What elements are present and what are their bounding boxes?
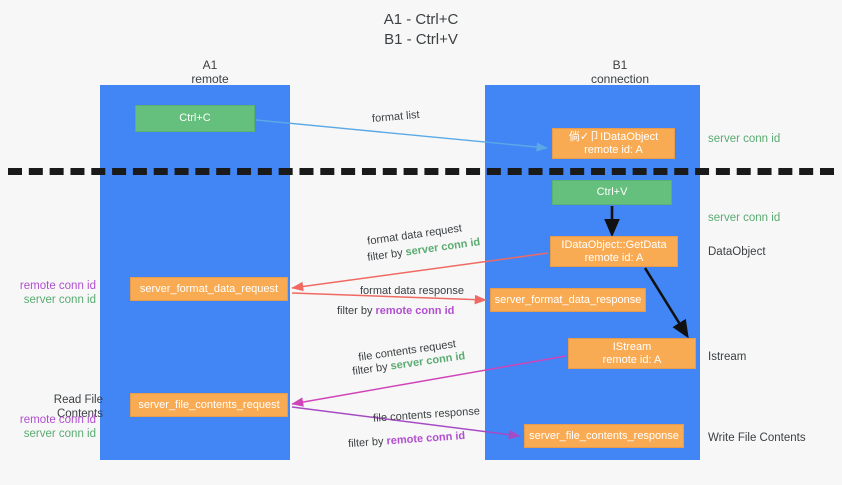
node-getdata-sublabel: remote id: A (584, 251, 644, 264)
filter-prefix: filter by (337, 305, 376, 317)
node-server-file-contents-response-label: server_file_contents_response (529, 429, 679, 442)
page-title: A1 - Ctrl+C B1 - Ctrl+V (383, 11, 459, 48)
node-server-file-contents-response[interactable]: server_file_contents_response (524, 424, 684, 448)
label-conn-ids-lower: remote conn id server conn id (8, 413, 96, 441)
node-istream[interactable]: IStream remote id: A (568, 338, 696, 369)
node-idataobject[interactable]: 倘✓卩IDataObject remote id: A (552, 128, 675, 159)
label-server-conn-id-top: server conn id (708, 133, 781, 145)
node-server-file-contents-request[interactable]: server_file_contents_request (130, 393, 288, 417)
label-write-file-contents: Write File Contents (708, 432, 806, 444)
column-header-a1: A1 remote (191, 58, 229, 86)
node-getdata-label: IDataObject::GetData (561, 238, 667, 251)
edge-label-file-contents-response-filter: filter by remote conn id (348, 429, 466, 452)
edge-label-format-data-response-filter: filter by remote conn id (337, 304, 454, 319)
node-idataobject-label: 倘✓卩IDataObject (568, 130, 659, 143)
filter-value-remote-conn-id: remote conn id (386, 429, 466, 448)
phase-divider (8, 168, 834, 175)
filter-prefix: filter by (347, 435, 387, 451)
filter-value-remote-conn-id: remote conn id (375, 305, 455, 317)
node-ctrl-c-label: Ctrl+C (179, 112, 211, 124)
node-idataobject-sublabel: remote id: A (584, 143, 643, 156)
node-istream-sublabel: remote id: A (602, 353, 662, 366)
node-istream-label: IStream (612, 340, 652, 353)
label-server-conn-id-upper: server conn id (23, 294, 96, 306)
node-ctrl-v[interactable]: Ctrl+V (552, 180, 672, 205)
label-conn-ids-upper: remote conn id server conn id (8, 279, 96, 307)
column-header-b1: B1 connection (590, 58, 650, 86)
label-server-conn-id-second: server conn id (708, 212, 781, 224)
node-ctrl-v-label: Ctrl+V (596, 186, 628, 198)
filter-prefix: filter by (366, 246, 407, 264)
label-read-file-contents: Read File Contents (53, 394, 103, 420)
label-remote-conn-id-upper: remote conn id (19, 280, 96, 292)
label-server-conn-id-lower: server conn id (23, 428, 96, 440)
edge-label-format-data-response: format data response (360, 285, 464, 297)
label-remote-conn-id-lower: remote conn id (19, 414, 96, 426)
node-idataobject-getdata[interactable]: IDataObject::GetData remote id: A (550, 236, 678, 267)
edge-label-file-contents-response: file contents response (372, 405, 481, 425)
node-server-format-data-request-label: server_format_data_request (139, 282, 279, 295)
node-server-format-data-response-label: server_format_data_response (494, 293, 642, 306)
edge-label-format-list: format list (371, 108, 421, 126)
node-ctrl-c[interactable]: Ctrl+C (135, 105, 255, 132)
node-server-format-data-request[interactable]: server_format_data_request (130, 277, 288, 301)
filter-prefix: filter by (351, 360, 392, 378)
label-dataobject: DataObject (708, 246, 766, 258)
label-istream: Istream (708, 351, 747, 363)
node-server-format-data-response[interactable]: server_format_data_response (490, 288, 646, 312)
node-server-file-contents-request-label: server_file_contents_request (138, 398, 280, 411)
